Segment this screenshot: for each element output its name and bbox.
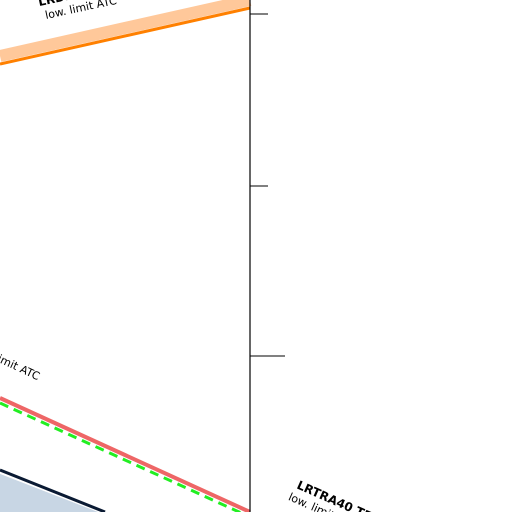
bottom-area-edge <box>0 468 106 512</box>
lrtra40-label: LRTRA40 TE low. limit <box>286 478 374 512</box>
top-area-label: LRDB low. limit ATC <box>37 0 118 22</box>
middle-area-dashed-edge <box>0 401 243 512</box>
middle-area-label: limit ATC <box>0 351 42 383</box>
bottom-area-halo <box>0 473 98 512</box>
top-area-name: LRDB <box>37 0 75 9</box>
top-area-edge <box>0 6 251 66</box>
middle-area-edge <box>0 396 251 512</box>
middle-area-sublabel: limit ATC <box>0 351 42 383</box>
top-area-halo <box>0 0 252 62</box>
